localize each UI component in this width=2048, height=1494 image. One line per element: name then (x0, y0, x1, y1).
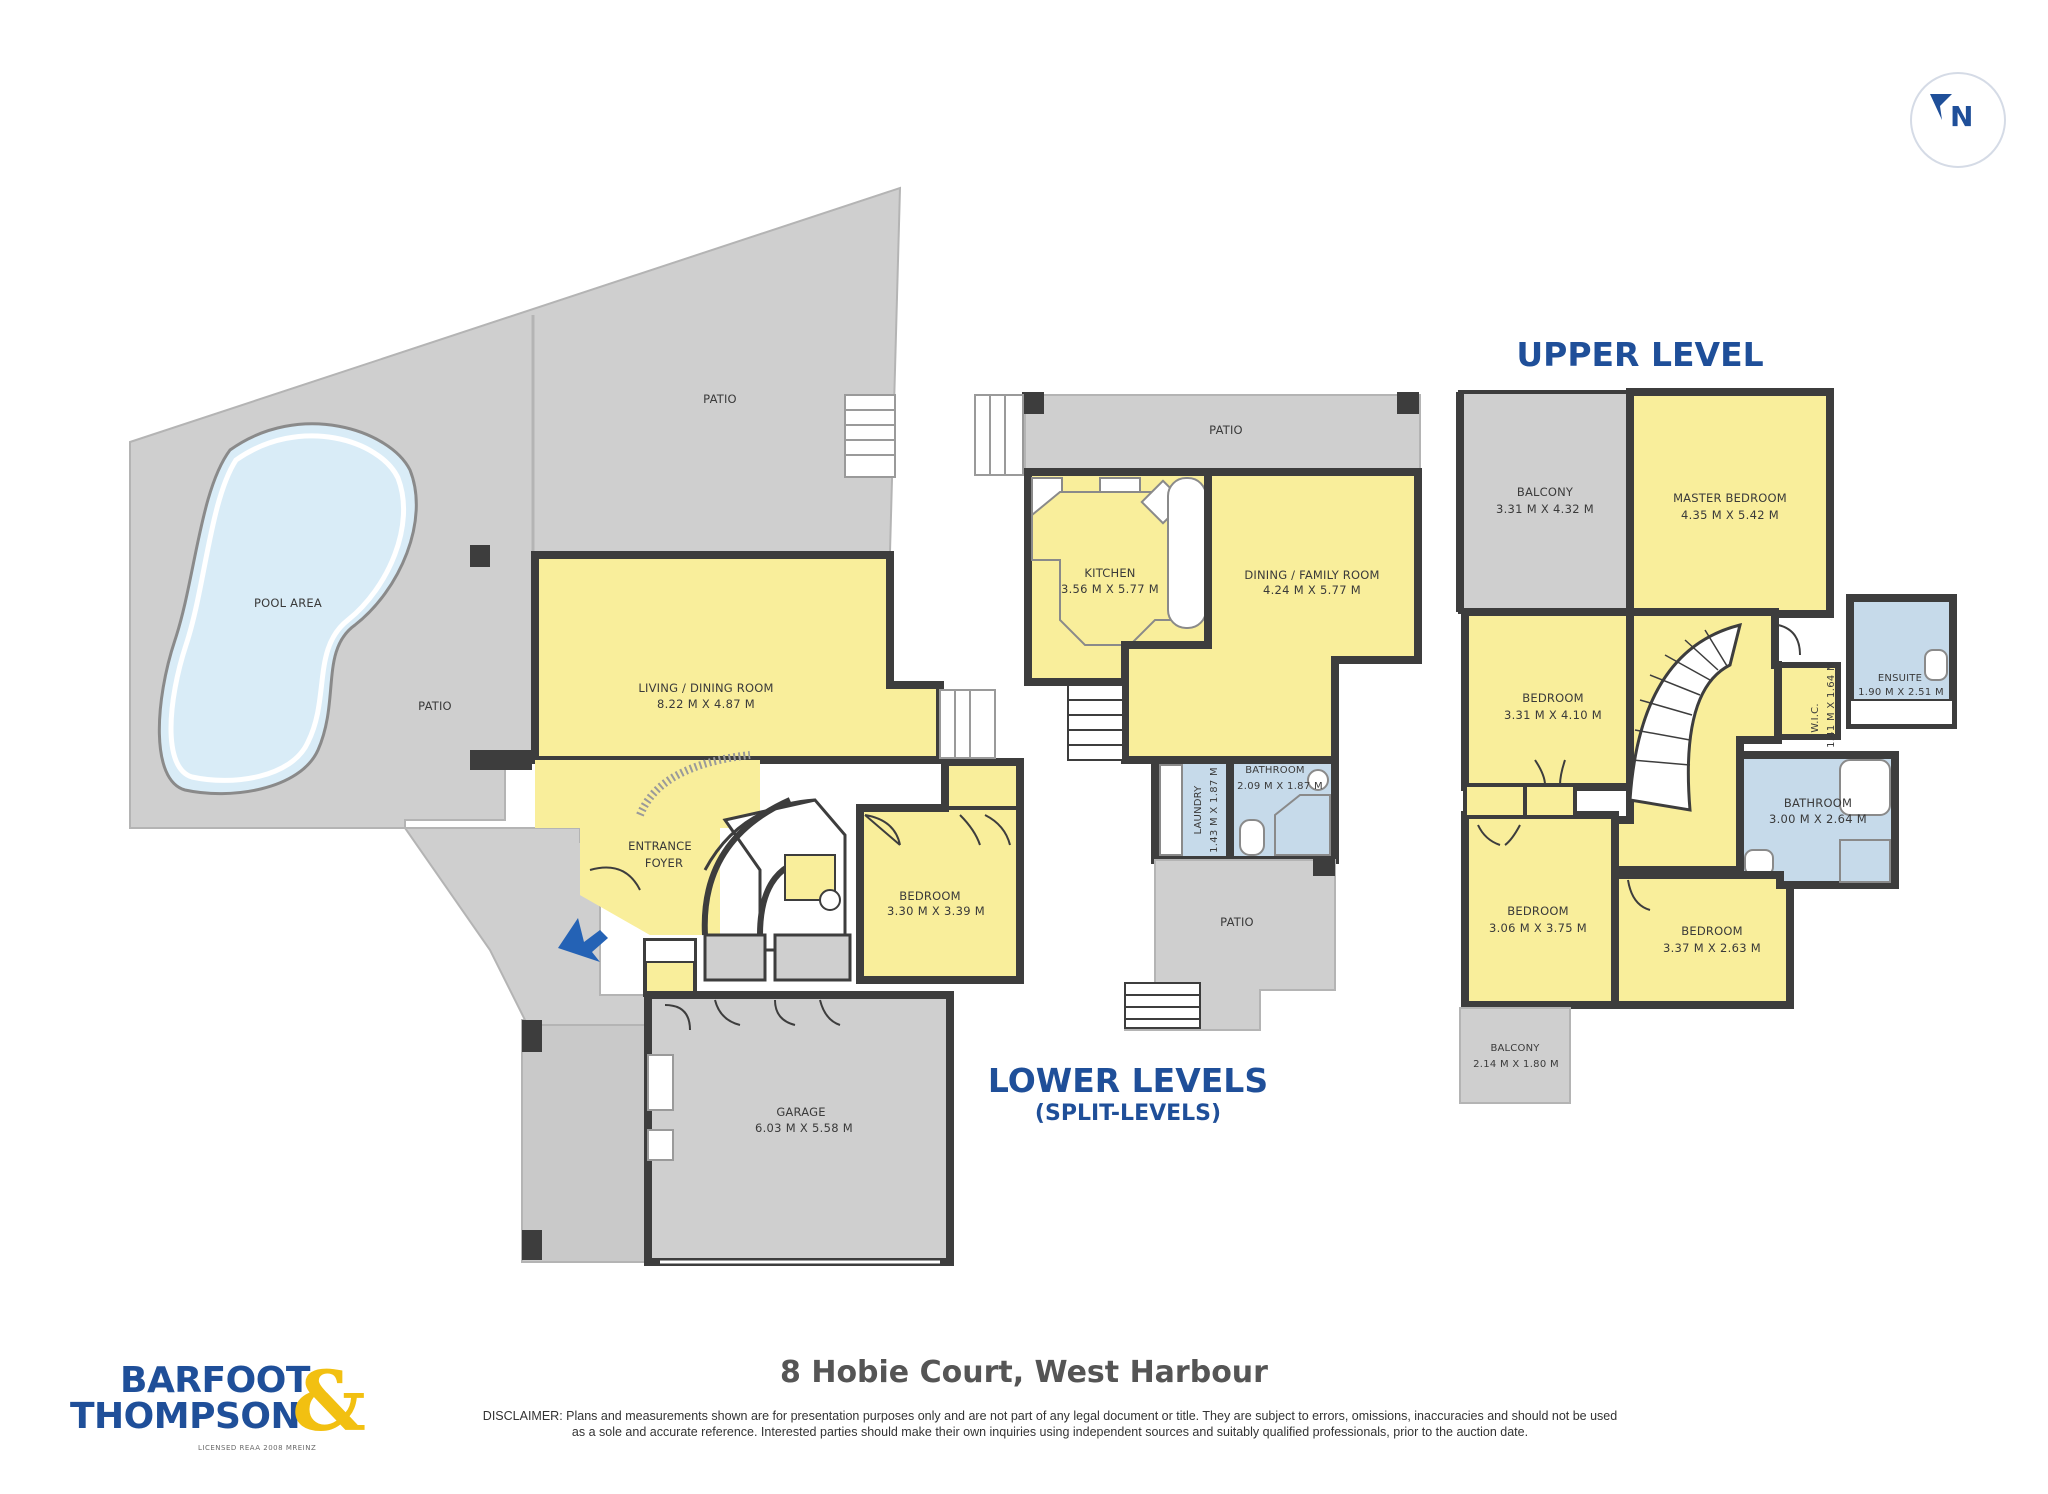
label-bedroom-u3-name: BEDROOM (1681, 924, 1742, 938)
label-pool-area: POOL AREA (254, 596, 322, 610)
logo-line-1: BARFOOT (120, 1360, 310, 1401)
logo-ampersand: & (292, 1354, 367, 1450)
label-wic-dim: 1.41 M X 1.64 M (1826, 662, 1837, 748)
label-master-dim: 4.35 M X 5.42 M (1681, 508, 1779, 522)
label-ensuite-name: ENSUITE (1878, 673, 1922, 684)
north-arrow-icon (1930, 94, 1952, 120)
label-lower-bathroom-dim: 2.09 M X 1.87 M (1237, 781, 1323, 792)
label-dining-name: DINING / FAMILY ROOM (1244, 568, 1379, 582)
lower-levels-title: LOWER LEVELS (988, 1061, 1268, 1100)
label-patio-top: PATIO (703, 392, 737, 406)
entry-arrow-icon (558, 918, 608, 962)
label-entrance-1: ENTRANCE (628, 839, 692, 853)
label-patio-left: PATIO (418, 699, 452, 713)
property-address: 8 Hobie Court, West Harbour (780, 1355, 1268, 1390)
label-garage-name: GARAGE (776, 1105, 825, 1119)
label-ensuite-dim: 1.90 M X 2.51 M (1858, 687, 1944, 698)
label-kitchen-name: KITCHEN (1084, 566, 1135, 580)
walk-in-closet (1775, 662, 1841, 740)
upper-level-title: UPPER LEVEL (1516, 335, 1763, 374)
label-bedroom-u1-name: BEDROOM (1522, 691, 1583, 705)
disclaimer: DISCLAIMER: Plans and measurements shown… (430, 1408, 1670, 1440)
label-lower-bathroom-name: BATHROOM (1245, 765, 1304, 776)
label-bathroom-upper-dim: 3.00 M X 2.64 M (1769, 812, 1867, 826)
label-laundry-name: LAUNDRY (1193, 785, 1204, 835)
label-bedroom-u2-dim: 3.06 M X 3.75 M (1489, 921, 1587, 935)
disclaimer-line-2: as a sole and accurate reference. Intere… (571, 1425, 1529, 1439)
label-balcony-bottom-name: BALCONY (1490, 1043, 1540, 1054)
lower-levels-subtitle: (SPLIT-LEVELS) (1035, 1101, 1221, 1126)
logo-line-2: THOMPSON (70, 1396, 301, 1437)
label-patio-mid: PATIO (1209, 423, 1243, 437)
label-laundry-dim: 1.43 M X 1.87 M (1209, 767, 1220, 853)
pool (157, 422, 418, 796)
label-lower-bedroom-dim: 3.30 M X 3.39 M (887, 904, 985, 918)
label-garage-dim: 6.03 M X 5.58 M (755, 1121, 853, 1135)
label-lower-bedroom-name: BEDROOM (899, 889, 960, 903)
logo-license: LICENSED REAA 2008 MREINZ (198, 1444, 317, 1452)
label-bathroom-upper-name: BATHROOM (1784, 796, 1852, 810)
label-bedroom-u2-name: BEDROOM (1507, 904, 1568, 918)
label-entrance-2: FOYER (645, 856, 683, 870)
label-balcony-bottom-dim: 2.14 M X 1.80 M (1473, 1059, 1559, 1070)
label-balcony-top-name: BALCONY (1517, 485, 1574, 499)
upper-bedroom-3 (1611, 871, 1794, 1009)
garage (644, 991, 954, 1266)
label-bedroom-u1-dim: 3.31 M X 4.10 M (1504, 708, 1602, 722)
label-patio-lower: PATIO (1220, 915, 1254, 929)
label-balcony-top-dim: 3.31 M X 4.32 M (1496, 502, 1594, 516)
compass: N (1910, 72, 2006, 168)
master-bedroom (1626, 388, 1834, 618)
label-living-name: LIVING / DINING ROOM (638, 681, 773, 695)
label-master-name: MASTER BEDROOM (1673, 491, 1787, 505)
outdoor-steps (844, 394, 896, 478)
disclaimer-line-1: DISCLAIMER: Plans and measurements shown… (482, 1409, 1618, 1423)
compass-north-label: N (1950, 100, 1974, 133)
upper-balcony-bottom (1459, 1007, 1571, 1104)
mid-top-patio (1024, 394, 1421, 471)
label-wic-name: W.I.C. (1810, 703, 1821, 732)
label-kitchen-dim: 3.56 M X 5.77 M (1061, 582, 1159, 596)
label-dining-dim: 4.24 M X 5.77 M (1263, 583, 1361, 597)
company-logo: BARFOOT THOMPSON & LICENSED REAA 2008 MR… (70, 1354, 370, 1470)
label-living-dim: 8.22 M X 4.87 M (657, 697, 755, 711)
label-bedroom-u3-dim: 3.37 M X 2.63 M (1663, 941, 1761, 955)
